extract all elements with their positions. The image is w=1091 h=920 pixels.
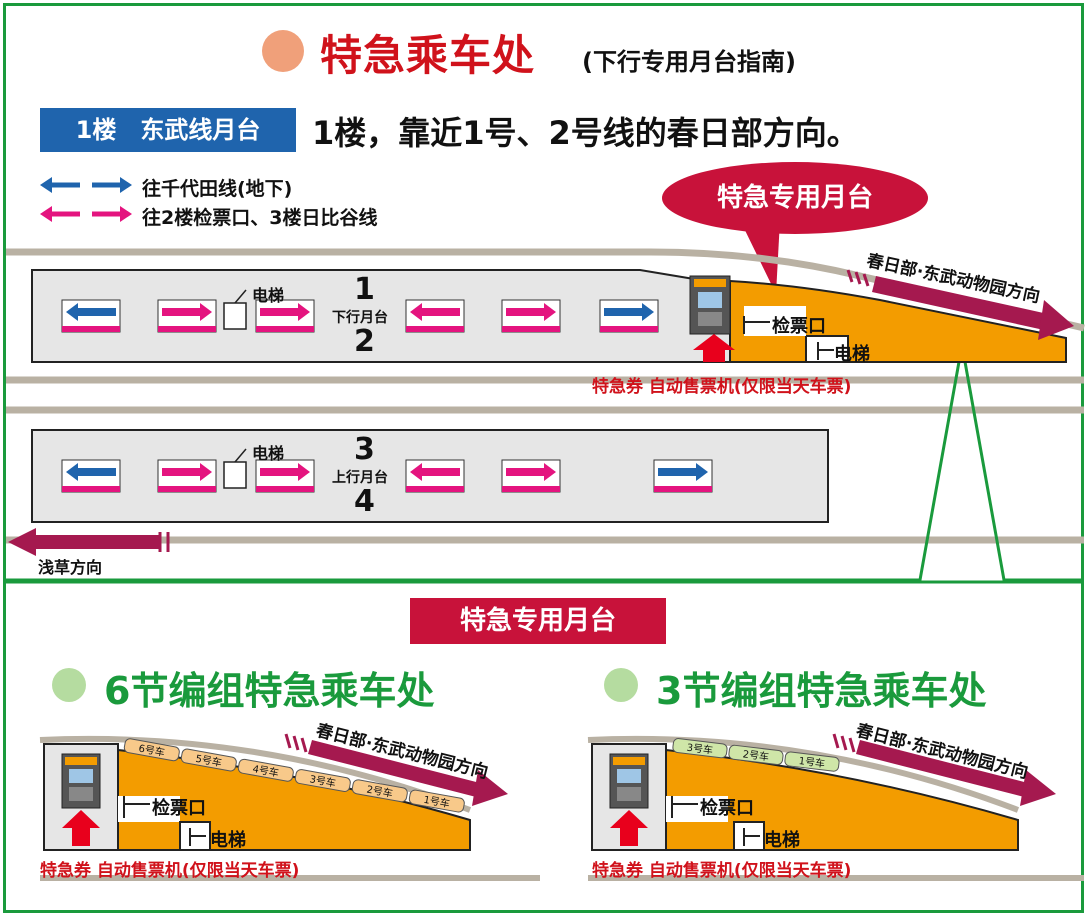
train-car: 3号车 — [672, 738, 728, 759]
page-title: 特急乘车处 — [320, 31, 536, 80]
section-6-title: 6节编组特急乘车处 — [104, 669, 435, 713]
blue-right-arrow-icon — [653, 459, 713, 493]
direction-asakusa-label: 浅草方向 — [38, 558, 103, 577]
blue-right-arrow-icon — [599, 299, 659, 333]
train-car: 4号车 — [237, 758, 294, 782]
track-upper — [6, 248, 1085, 332]
train-car-label: 1号车 — [798, 754, 826, 770]
section-6-elevator: 电梯 — [210, 830, 246, 851]
blue-double-arrow-icon — [40, 177, 132, 193]
floor-description: 1楼，靠近1号、2号线的春日部方向。 — [312, 114, 859, 152]
pink-double-arrow-icon — [40, 206, 132, 222]
pink-right-arrow-icon — [157, 459, 217, 493]
page-subtitle: (下行专用月台指南) — [582, 48, 796, 76]
blue-left-arrow-icon — [61, 299, 121, 333]
train-car: 2号车 — [351, 779, 408, 803]
pink-right-arrow-icon — [255, 459, 315, 493]
pink-right-arrow-icon — [157, 299, 217, 333]
train-car-label: 3号车 — [686, 741, 714, 757]
ticket-machine-red-arrow-icon — [62, 810, 100, 846]
legend-arrows — [40, 177, 132, 222]
section-6-ticket-gate: 检票口 — [152, 798, 206, 819]
platform-b-label: 上行月台 — [332, 470, 388, 486]
track-number-1: 1 — [354, 272, 375, 307]
ticket-machine-icon — [689, 275, 731, 335]
train-car: 1号车 — [784, 751, 840, 772]
ticket-machine-icon — [609, 753, 649, 809]
section-3-bullet-icon — [604, 668, 638, 702]
section-3-ticket-gate: 检票口 — [700, 798, 754, 819]
pink-right-arrow-icon — [501, 459, 561, 493]
express-platform-callout: 特急专用月台 — [662, 162, 928, 234]
train-car: 5号车 — [180, 748, 237, 772]
ticket-machine-label: 特急券 自动售票机(仅限当天车票) — [592, 377, 852, 397]
car-strip-3: 3号车 2号车 1号车 — [672, 738, 840, 772]
express-platform-band: 特急专用月台 — [410, 598, 666, 644]
section-6-ticket-machine: 特急券 自动售票机(仅限当天车票) — [40, 861, 300, 881]
track-number-4: 4 — [354, 484, 375, 519]
ticket-gate-label: 检票口 — [772, 316, 826, 337]
section-6-bullet-icon — [52, 668, 86, 702]
train-car: 2号车 — [728, 744, 784, 765]
track-number-3: 3 — [354, 432, 375, 467]
elevator-label-a: 电梯 — [252, 286, 285, 305]
legend-pink-text: 往2楼检票口、3楼日比谷线 — [142, 207, 378, 229]
section-3-ticket-machine: 特急券 自动售票机(仅限当天车票) — [592, 861, 852, 881]
pink-left-arrow-icon — [405, 299, 465, 333]
ticket-machine-red-arrow-icon — [693, 334, 735, 362]
pink-left-arrow-icon — [405, 459, 465, 493]
train-car: 6号车 — [123, 738, 180, 762]
section-3-title: 3节编组特急乘车处 — [656, 669, 987, 713]
track-number-2: 2 — [354, 324, 375, 359]
elevator-icon-a — [223, 302, 247, 330]
elevator-label-b: 电梯 — [252, 444, 285, 463]
kasukabe-direction-arrow — [832, 733, 1056, 806]
ticket-machine-red-arrow-icon — [610, 810, 648, 846]
platform-a-arrows — [61, 299, 659, 333]
platform-b-arrows — [61, 459, 713, 493]
asakusa-direction-arrow — [8, 528, 170, 556]
train-car: 3号车 — [294, 769, 351, 792]
pink-right-arrow-icon — [255, 299, 315, 333]
outer-frame — [3, 3, 1084, 913]
blue-left-arrow-icon — [61, 459, 121, 493]
elevator-icon-b — [223, 461, 247, 489]
top-station-diagram — [6, 248, 1085, 584]
ticket-machine-icon — [61, 753, 101, 809]
kasukabe-direction-arrow — [846, 269, 1074, 340]
train-car: 1号车 — [408, 789, 465, 813]
kasukabe-direction-arrow — [284, 733, 508, 806]
train-car-label: 2号车 — [742, 747, 770, 763]
legend-blue-text: 往千代田线(地下) — [142, 178, 293, 200]
section-3-elevator: 电梯 — [764, 830, 800, 851]
floor-tag: 1楼 东武线月台 — [40, 108, 296, 152]
platform-a-label: 下行月台 — [332, 310, 388, 326]
elevator-label-top: 电梯 — [834, 344, 870, 365]
title-bullet-icon — [262, 30, 304, 72]
three-car-diagram: 3号车 2号车 1号车 — [587, 733, 1084, 881]
pink-right-arrow-icon — [501, 299, 561, 333]
